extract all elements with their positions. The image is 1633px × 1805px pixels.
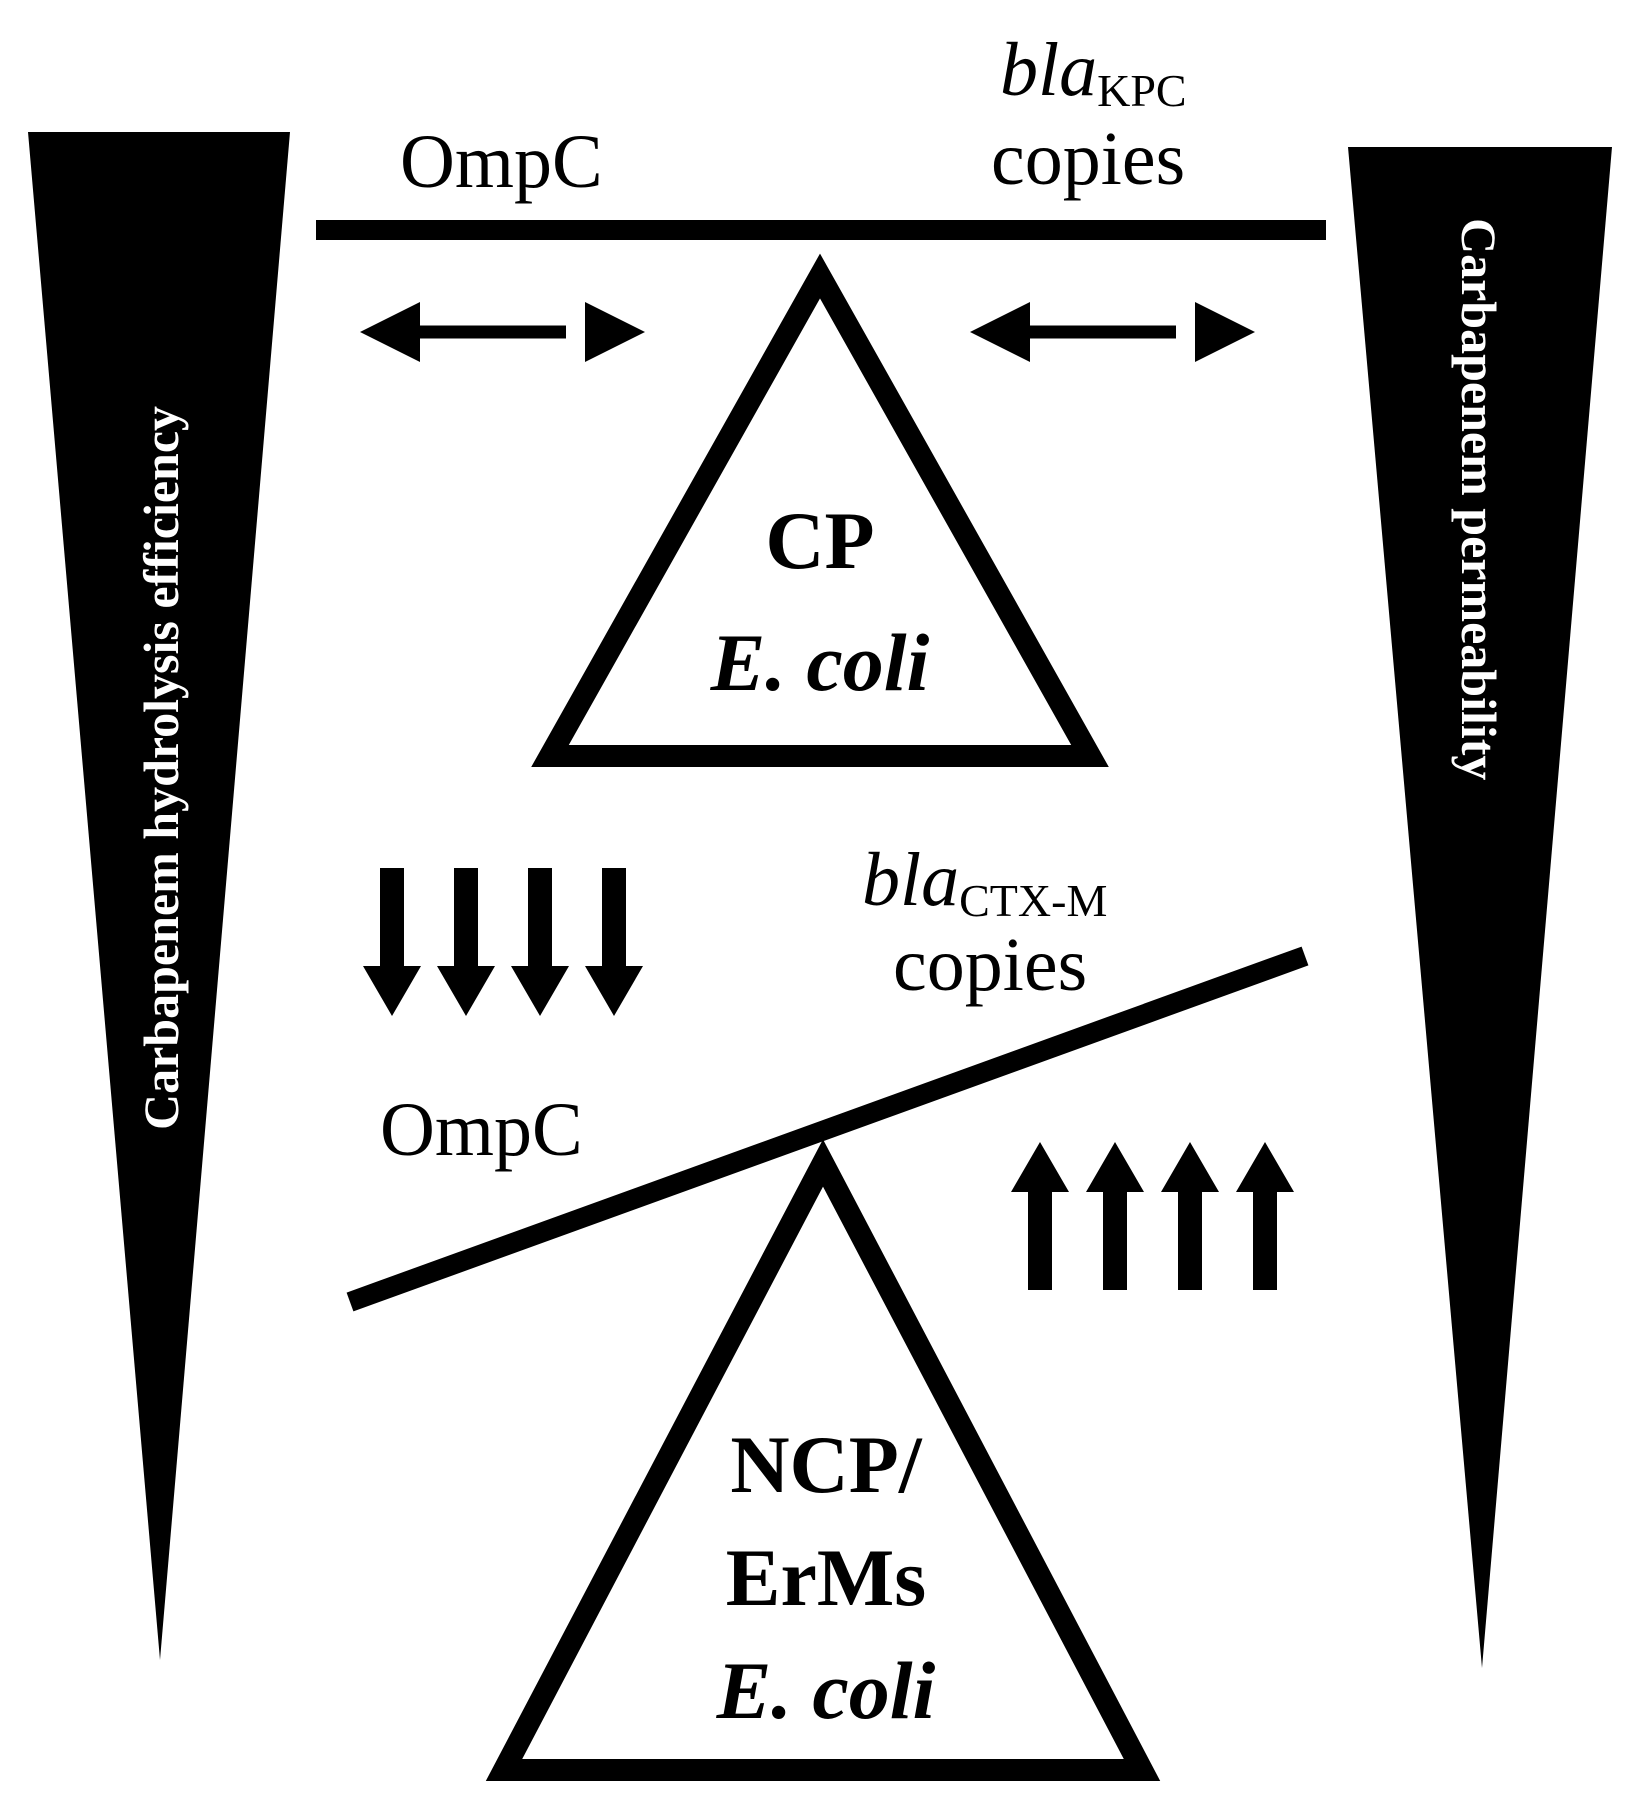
top-balance: OmpC blaKPC copies CP E. coli xyxy=(316,28,1326,767)
bottom-bla-gene-label: blaCTX-M xyxy=(862,838,1107,926)
bottom-ompc-label: OmpC xyxy=(380,1088,583,1172)
up-arrow-icon xyxy=(1011,1142,1069,1290)
top-bla-text: bla xyxy=(1000,28,1097,112)
bottom-fulcrum-ncp-label: NCP/ xyxy=(730,1419,923,1510)
top-kpc-subscript: KPC xyxy=(1097,65,1186,116)
bottom-bla-text: bla xyxy=(862,838,959,922)
top-copies-label: copies xyxy=(991,117,1185,201)
top-fulcrum-triangle xyxy=(531,253,1109,767)
up-arrow-icon xyxy=(1161,1142,1219,1290)
down-arrow-icon xyxy=(437,868,495,1016)
top-fulcrum-cp-label: CP xyxy=(765,495,874,586)
top-ompc-label: OmpC xyxy=(400,120,603,204)
up-arrows xyxy=(1011,1142,1294,1290)
top-fulcrum-ecoli-label: E. coli xyxy=(710,617,930,708)
bottom-balance-beam xyxy=(346,946,1309,1312)
bottom-ctxm-subscript: CTX-M xyxy=(959,875,1107,926)
bottom-balance: OmpC blaCTX-M copies NCP/ ErMs E. coli xyxy=(346,838,1309,1781)
bottom-copies-label: copies xyxy=(893,923,1087,1007)
left-wedge-label: Carbapenem hydrolysis efficiency xyxy=(133,406,189,1130)
top-right-double-arrow-icon xyxy=(970,302,1255,362)
top-left-double-arrow-icon xyxy=(360,302,645,362)
right-wedge-label: Carbapenem permeability xyxy=(1451,218,1507,780)
bottom-fulcrum-erms-label: ErMs xyxy=(726,1532,926,1623)
left-wedge: Carbapenem hydrolysis efficiency xyxy=(28,132,290,1660)
down-arrow-icon xyxy=(511,868,569,1016)
right-wedge: Carbapenem permeability xyxy=(1348,147,1612,1668)
down-arrow-icon xyxy=(585,868,643,1016)
top-bla-gene-label: blaKPC xyxy=(1000,28,1187,116)
left-wedge-shape xyxy=(28,132,290,1660)
right-wedge-shape xyxy=(1348,147,1612,1668)
down-arrows xyxy=(363,868,643,1016)
down-arrow-icon xyxy=(363,868,421,1016)
bottom-fulcrum-triangle xyxy=(485,1139,1161,1781)
bottom-fulcrum-ecoli-label: E. coli xyxy=(716,1645,936,1736)
up-arrow-icon xyxy=(1086,1142,1144,1290)
up-arrow-icon xyxy=(1236,1142,1294,1290)
